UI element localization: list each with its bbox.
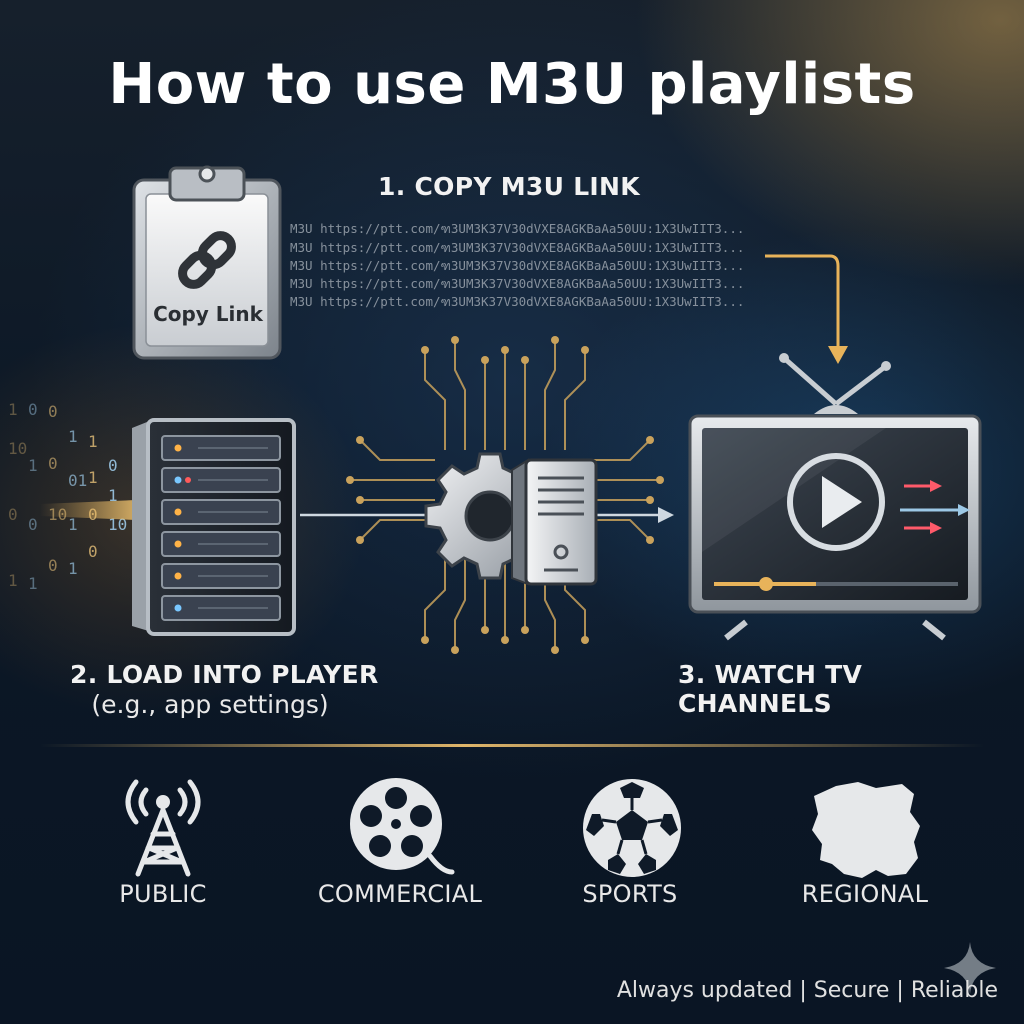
clipboard-icon bbox=[132, 165, 282, 360]
step-2-label: 2. LOAD INTO PLAYER bbox=[70, 660, 379, 689]
m3u-link-line: M3U https://ptt.com/ฑ3UM3K37V30dVXE8AGKB… bbox=[290, 258, 745, 273]
region-map-icon bbox=[812, 782, 920, 878]
binary-digit: 0 bbox=[48, 453, 58, 473]
binary-digit: 0 bbox=[28, 400, 38, 419]
m3u-link-line: M3U https://ptt.com/ฑ3UM3K37V30dVXE8AGKB… bbox=[290, 221, 745, 236]
step-2-subtitle: (e.g., app settings) bbox=[91, 690, 329, 719]
binary-digit: 1 bbox=[68, 559, 78, 578]
sparkle-icon bbox=[944, 942, 996, 994]
binary-digit: 1 bbox=[28, 573, 38, 593]
arrow-down-icon bbox=[765, 254, 848, 364]
binary-digit: 0 bbox=[108, 456, 118, 476]
m3u-link-line: M3U https://ptt.com/ฑ3UM3K37V30dVXE8AGKB… bbox=[290, 294, 745, 309]
binary-digit: 10 bbox=[8, 439, 28, 458]
category-regional-label: REGIONAL bbox=[801, 880, 929, 908]
arrow-right-icon bbox=[594, 507, 674, 523]
clipboard-label: Copy Link bbox=[153, 302, 263, 326]
film-reel-icon bbox=[350, 778, 455, 875]
step-1-label: 1. COPY M3U LINK bbox=[378, 172, 640, 201]
computer-tower-icon bbox=[511, 458, 598, 586]
footer-tagline: Always updated | Secure | Reliable bbox=[616, 978, 998, 1003]
binary-digit: 1 bbox=[28, 456, 38, 476]
binary-digit: 1 bbox=[8, 571, 18, 590]
binary-digit: 10 bbox=[108, 515, 128, 534]
binary-digit: 1 bbox=[8, 400, 18, 419]
binary-digit: 1 bbox=[68, 427, 78, 446]
binary-digit: 1 bbox=[88, 468, 98, 488]
category-commercial-label: COMMERCIAL bbox=[317, 880, 483, 908]
binary-digit: 0 bbox=[8, 505, 18, 524]
step-3-label: 3. WATCH TV CHANNELS bbox=[678, 660, 863, 718]
category-sports-label: SPORTS bbox=[582, 880, 678, 908]
category-public-label: PUBLIC bbox=[119, 880, 207, 908]
arrow-right-icon bbox=[40, 488, 162, 532]
m3u-link-line: M3U https://ptt.com/ฑ3UM3K37V30dVXE8AGKB… bbox=[290, 276, 745, 291]
soccer-ball-icon bbox=[583, 779, 681, 877]
server-rack-icon bbox=[132, 418, 296, 636]
binary-digit: 0 bbox=[48, 402, 58, 422]
m3u-link-line: M3U https://ptt.com/ฑ3UM3K37V30dVXE8AGKB… bbox=[290, 240, 745, 255]
binary-digit: 0 bbox=[28, 515, 38, 534]
binary-digit: 1 bbox=[68, 515, 78, 534]
flow-arrow bbox=[300, 513, 432, 517]
binary-digit: 0 bbox=[48, 556, 58, 576]
page-title: How to use M3U playlists bbox=[108, 52, 916, 117]
section-divider bbox=[40, 744, 984, 747]
binary-digit: 0 bbox=[88, 541, 98, 561]
tv-icon bbox=[688, 353, 982, 641]
binary-digit: 1 bbox=[88, 431, 98, 451]
binary-digit: 01 bbox=[68, 471, 88, 490]
binary-digit: 1 bbox=[108, 485, 118, 505]
broadcast-tower-icon bbox=[125, 779, 201, 877]
